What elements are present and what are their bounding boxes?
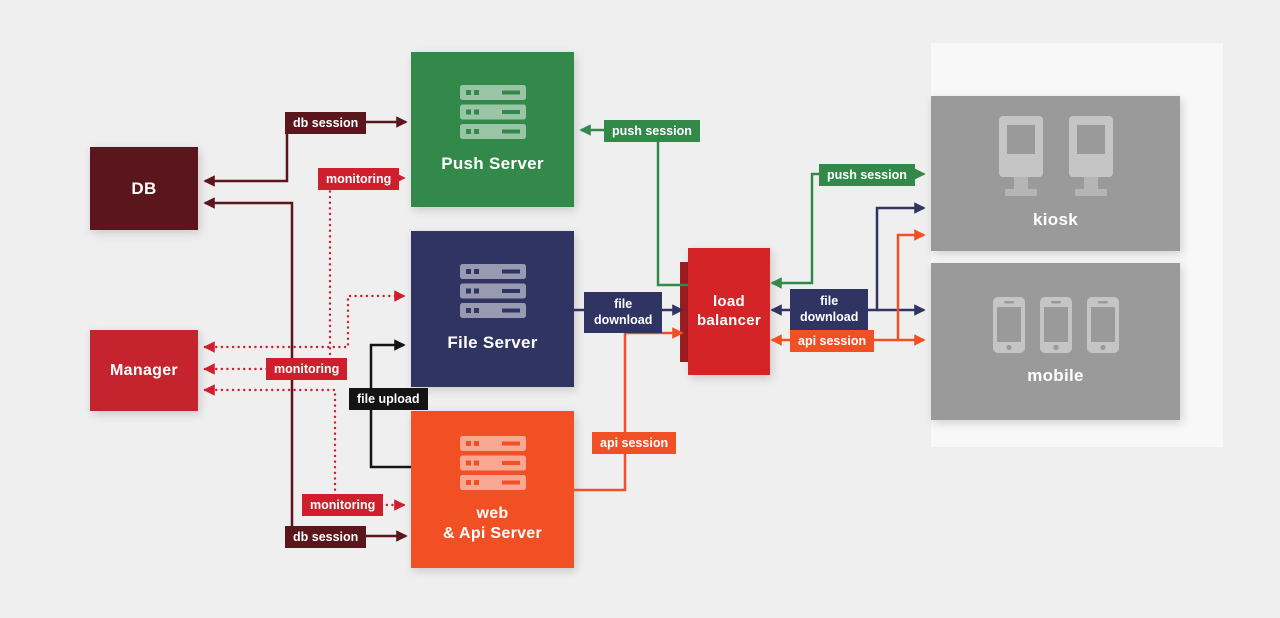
load-balancer-label-line1: load xyxy=(712,292,746,310)
badge-push-session-left: push session xyxy=(604,120,700,143)
kiosk-label: kiosk xyxy=(1033,210,1078,230)
badge-file-download-right-line2: download xyxy=(800,310,859,325)
badge-file-download-right-line1: file xyxy=(820,294,839,308)
node-web-api-server: web & Api Server xyxy=(411,411,574,568)
file-server-label: File Server xyxy=(447,333,538,353)
kiosk-icon xyxy=(1068,116,1113,197)
badge-push-session-right: push session xyxy=(819,164,915,187)
edge-push-session-to-kiosk xyxy=(770,168,926,289)
web-api-server-label: web & Api Server xyxy=(443,504,542,544)
node-file-server: File Server xyxy=(411,231,574,387)
node-mobile: mobile xyxy=(931,263,1180,420)
badge-db-session-top: db session xyxy=(285,112,367,135)
mobile-icons xyxy=(992,296,1119,353)
node-load-balancer: load balancer xyxy=(688,248,770,375)
node-kiosk: kiosk xyxy=(931,96,1180,251)
badge-monitoring-manager: monitoring xyxy=(266,358,348,381)
mobile-label: mobile xyxy=(1027,365,1084,385)
load-balancer-label-line2: balancer xyxy=(696,311,762,329)
node-manager: Manager xyxy=(90,330,198,411)
badge-api-session-right: api session xyxy=(790,330,875,353)
badge-file-download-left-line1: file xyxy=(614,297,633,311)
manager-label: Manager xyxy=(110,361,178,379)
load-balancer-label: load balancer xyxy=(697,293,761,331)
badge-file-download-left-line2: download xyxy=(594,313,653,328)
web-api-server-label-line2: & Api Server xyxy=(442,524,543,542)
db-label: DB xyxy=(131,178,157,198)
web-api-server-label-line1: web xyxy=(476,504,509,522)
mobile-icon xyxy=(1039,296,1072,353)
edge-monitoring-file-server xyxy=(203,290,406,353)
badge-db-session-bottom: db session xyxy=(285,526,367,549)
edge-push-session-to-push-server xyxy=(579,124,688,287)
kiosk-icons xyxy=(998,116,1114,197)
badge-api-session-left: api session xyxy=(592,432,677,455)
kiosk-icon xyxy=(998,116,1043,197)
server-icon xyxy=(459,264,526,319)
edge-api-session-to-lb xyxy=(574,327,684,492)
push-server-label: Push Server xyxy=(441,153,544,173)
badge-monitoring-push: monitoring xyxy=(318,168,400,191)
badge-file-download-right: file download xyxy=(790,289,869,330)
badge-file-upload: file upload xyxy=(349,388,428,411)
mobile-icon xyxy=(992,296,1025,353)
server-icon xyxy=(459,435,526,490)
node-push-server: Push Server xyxy=(411,52,574,207)
badge-file-download-left: file download xyxy=(584,292,663,333)
mobile-icon xyxy=(1086,296,1119,353)
edge-monitoring-push-server xyxy=(203,172,406,375)
node-db: DB xyxy=(90,147,198,230)
badge-monitoring-web: monitoring xyxy=(302,494,384,517)
server-icon xyxy=(459,84,526,139)
